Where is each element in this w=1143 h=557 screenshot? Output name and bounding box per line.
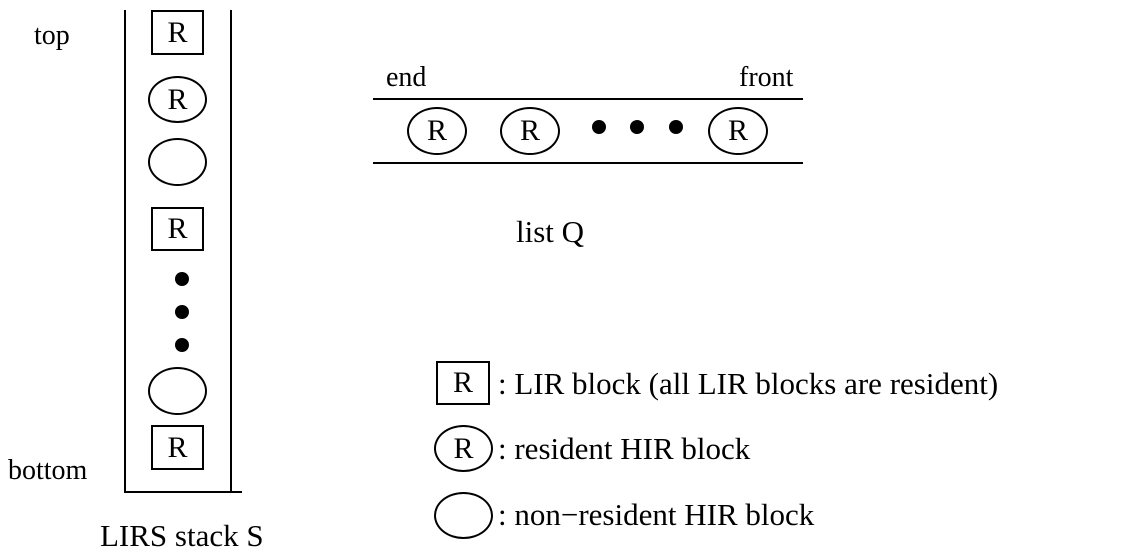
queue-ellipsis-dot — [669, 120, 683, 134]
queue-caption: list Q — [516, 214, 585, 249]
legend-nonresident-hir-symbol — [434, 492, 493, 539]
queue-ellipsis-dot — [630, 120, 644, 134]
legend-lir-text: : LIR block (all LIR blocks are resident… — [498, 366, 999, 401]
queue-resident-hir-block: R — [407, 107, 467, 155]
stack-resident-hir-block: R — [148, 76, 207, 123]
stack-right-wall — [230, 10, 232, 493]
queue-end-label: end — [386, 62, 427, 93]
queue-top-border — [373, 98, 803, 100]
stack-lir-block: R — [151, 10, 204, 55]
stack-nonresident-hir-block — [148, 367, 207, 415]
legend-resident-hir-symbol: R — [434, 425, 493, 472]
queue-ellipsis-dot — [592, 120, 606, 134]
stack-base — [124, 491, 242, 493]
queue-bottom-border — [373, 162, 803, 164]
stack-nonresident-hir-block — [148, 138, 207, 186]
queue-resident-hir-block: R — [500, 107, 560, 155]
stack-ellipsis-dot — [175, 338, 189, 352]
stack-ellipsis-dot — [175, 305, 189, 319]
stack-lir-block: R — [151, 207, 204, 251]
legend-lir-symbol: R — [436, 361, 490, 405]
legend-nonresident-hir-text: : non−resident HIR block — [498, 497, 815, 532]
stack-top-label: top — [34, 20, 70, 51]
stack-lir-block: R — [151, 425, 204, 470]
stack-caption: LIRS stack S — [100, 518, 264, 553]
queue-resident-hir-block: R — [708, 107, 768, 155]
stack-left-wall — [124, 10, 126, 493]
stack-bottom-label: bottom — [8, 455, 88, 486]
legend-resident-hir-text: : resident HIR block — [498, 431, 751, 466]
stack-ellipsis-dot — [175, 272, 189, 286]
queue-front-label: front — [739, 62, 794, 93]
